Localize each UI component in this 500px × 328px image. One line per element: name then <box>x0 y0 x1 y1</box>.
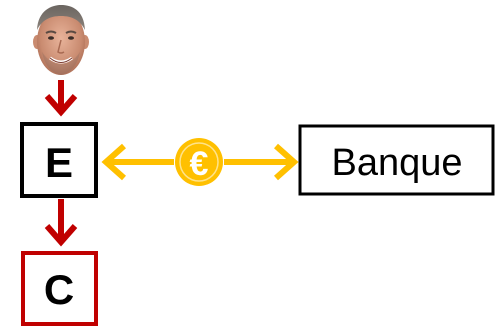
client-label: C <box>44 266 74 313</box>
person-avatar-icon <box>33 5 89 75</box>
money-flow-arrow <box>101 143 299 181</box>
client-node: C <box>21 251 98 326</box>
banque-label: Banque <box>331 142 462 184</box>
euro-symbol: € <box>190 145 209 183</box>
banque-node: Banque <box>298 124 495 196</box>
arrow-person-to-entreprise <box>44 80 78 117</box>
entreprise-node: E <box>20 122 98 198</box>
arrow-entreprise-to-client <box>44 199 78 247</box>
entreprise-label: E <box>45 139 73 186</box>
euro-coin-icon: € <box>175 138 223 186</box>
